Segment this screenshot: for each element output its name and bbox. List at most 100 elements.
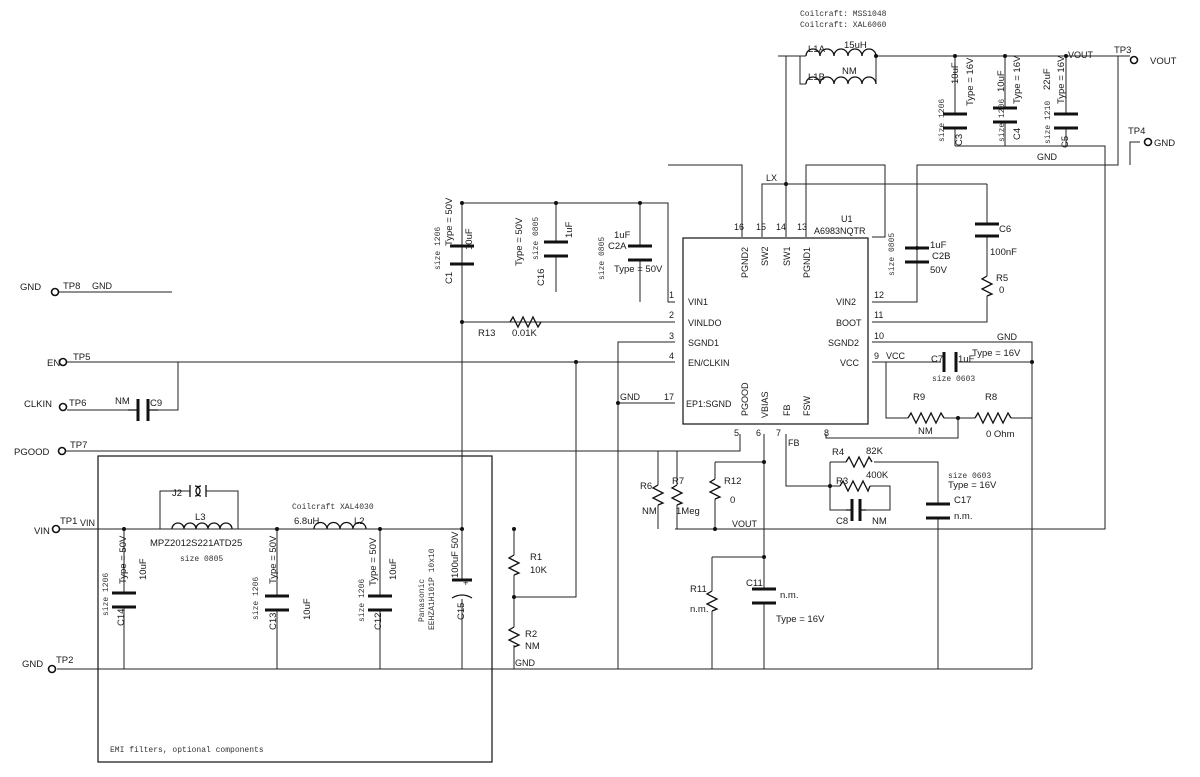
c1-ref: C1 [444,272,455,284]
tp8-ref: TP8 [63,281,80,292]
tp3-label: VOUT [1150,56,1177,67]
l1b-ref: L1B [808,72,825,83]
r3-value: 400K [866,470,889,481]
capacitor-c14: C14 size 1206 Type = 50V 10uF [102,535,149,626]
c17-value: n.m. [954,511,972,522]
capacitor-c7: C7 1uF Type = 16V size 0603 [931,348,1021,384]
r12-value: 0 [730,495,735,506]
capacitor-c9: C9 NM [115,396,162,421]
c2a-type: Type = 50V [614,264,663,275]
resistor-r4: R4 82K [832,446,884,469]
c12-ref: C12 [373,613,384,630]
c3-size: size 1206 [938,99,947,142]
c1-size: size 1206 [434,227,443,270]
pin-name: FB [782,404,792,416]
l1b-value: NM [842,66,857,77]
c17-ref: C17 [954,495,971,506]
net-fb: FB [788,438,800,448]
c7-size: size 0603 [932,375,975,384]
tp4-marker[interactable] [1143,137,1153,147]
l2-ref: L2 [354,516,365,527]
c8-ref: C8 [836,516,848,527]
r4-value: 82K [866,446,884,457]
c1-type: Type = 50V [444,197,455,246]
pin-num: 11 [874,310,883,320]
resistor-r13: R13 0.01K [478,315,542,339]
c6-ref: C6 [999,224,1011,235]
r5-ref: R5 [996,273,1008,284]
pin-num: 14 [776,222,786,232]
r2-value: NM [525,641,540,652]
pin-name: EP1:SGND [686,399,732,409]
pin-num: 8 [824,428,829,438]
capacitor-c16: C16 Type = 50V size 0805 1uF [514,217,575,286]
r1-value: 10K [530,565,548,576]
pin-num: 1 [669,290,674,300]
c11-value: n.m. [780,590,798,601]
l3-part: MPZ2012S221ATD25 [150,538,242,549]
r4-ref: R4 [832,447,844,458]
tp5-marker[interactable] [58,357,68,367]
c13-size: size 1206 [252,577,261,620]
capacitor-c6: C6 100nF [975,222,1017,258]
net-gnd-tp8: GND [92,281,113,291]
c5-value: 22uF [1042,68,1053,90]
inductor-l2: L2 6.8uH [294,516,367,530]
tp8-marker[interactable] [50,287,60,297]
pin-name: VIN1 [688,297,708,307]
l3-size: size 0805 [180,555,223,564]
pin-name: VINLDO [688,318,722,328]
c14-size: size 1206 [102,573,111,616]
tp1-label: VIN [34,526,50,537]
pin-num: 2 [669,310,674,320]
resistor-r7: R7 1Meg [670,476,700,517]
resistor-r6: R6 NM [640,481,665,517]
c17-size: size 0603 [948,472,991,481]
resistor-r3: R3 400K [836,470,889,493]
l1a-ref: L1A [808,44,826,55]
c11-type: Type = 16V [776,614,825,625]
note-coilcraft-xal6060: Coilcraft: XAL6060 [800,21,887,30]
net-gnd-top: GND [1037,152,1058,162]
pin-num: 6 [756,428,761,438]
c5-ref: C5 [1060,136,1071,148]
pin-name: VBIAS [760,391,770,418]
r8-value: 0 Ohm [986,429,1015,440]
c16-type: Type = 50V [514,217,525,266]
c3-ref: C3 [954,134,965,146]
c12-size: size 1206 [358,579,367,622]
pin-num: 10 [874,331,884,341]
r11-value: n.m. [690,604,708,615]
pin-name: PGND1 [802,247,812,278]
r5-value: 0 [999,285,1004,296]
pin-name: SW2 [760,246,770,266]
tp1-marker[interactable] [51,524,61,534]
r13-ref: R13 [478,328,495,339]
c17-type: Type = 16V [948,480,997,491]
c2a-value: 1uF [614,230,631,241]
j2-ref: J2 [172,488,182,499]
pin-name: EN/CLKIN [688,358,730,368]
ic-ref: U1 [841,214,853,224]
c2b-ref: C2B [932,251,950,262]
tp7-marker[interactable] [57,446,67,456]
tp6-ref: TP6 [69,398,86,409]
net-gnd-sgnd2: GND [997,332,1018,342]
capacitor-c8: C8 NM [836,499,887,527]
ic-part: A6983NQTR [814,226,866,236]
resistor-r9: R9 NM [907,392,945,437]
r1-ref: R1 [530,552,542,563]
capacitor-c1: C1 size 1206 Type = 50V 10uF [434,197,475,284]
c4-value: 10uF [996,70,1007,92]
c14-ref: C14 [116,609,127,626]
capacitor-c11: C11 n.m. Type = 16V [746,578,825,625]
tp3-marker[interactable] [1129,55,1139,65]
tp4-label: GND [1154,138,1175,149]
r2-ref: R2 [525,629,537,640]
tp2-marker[interactable] [47,664,57,674]
c15-polarity-mark: + [463,578,469,589]
r9-value: NM [918,426,933,437]
r6-ref: R6 [640,481,652,492]
c14-value: 10uF [138,558,149,580]
tp6-marker[interactable] [58,402,68,412]
